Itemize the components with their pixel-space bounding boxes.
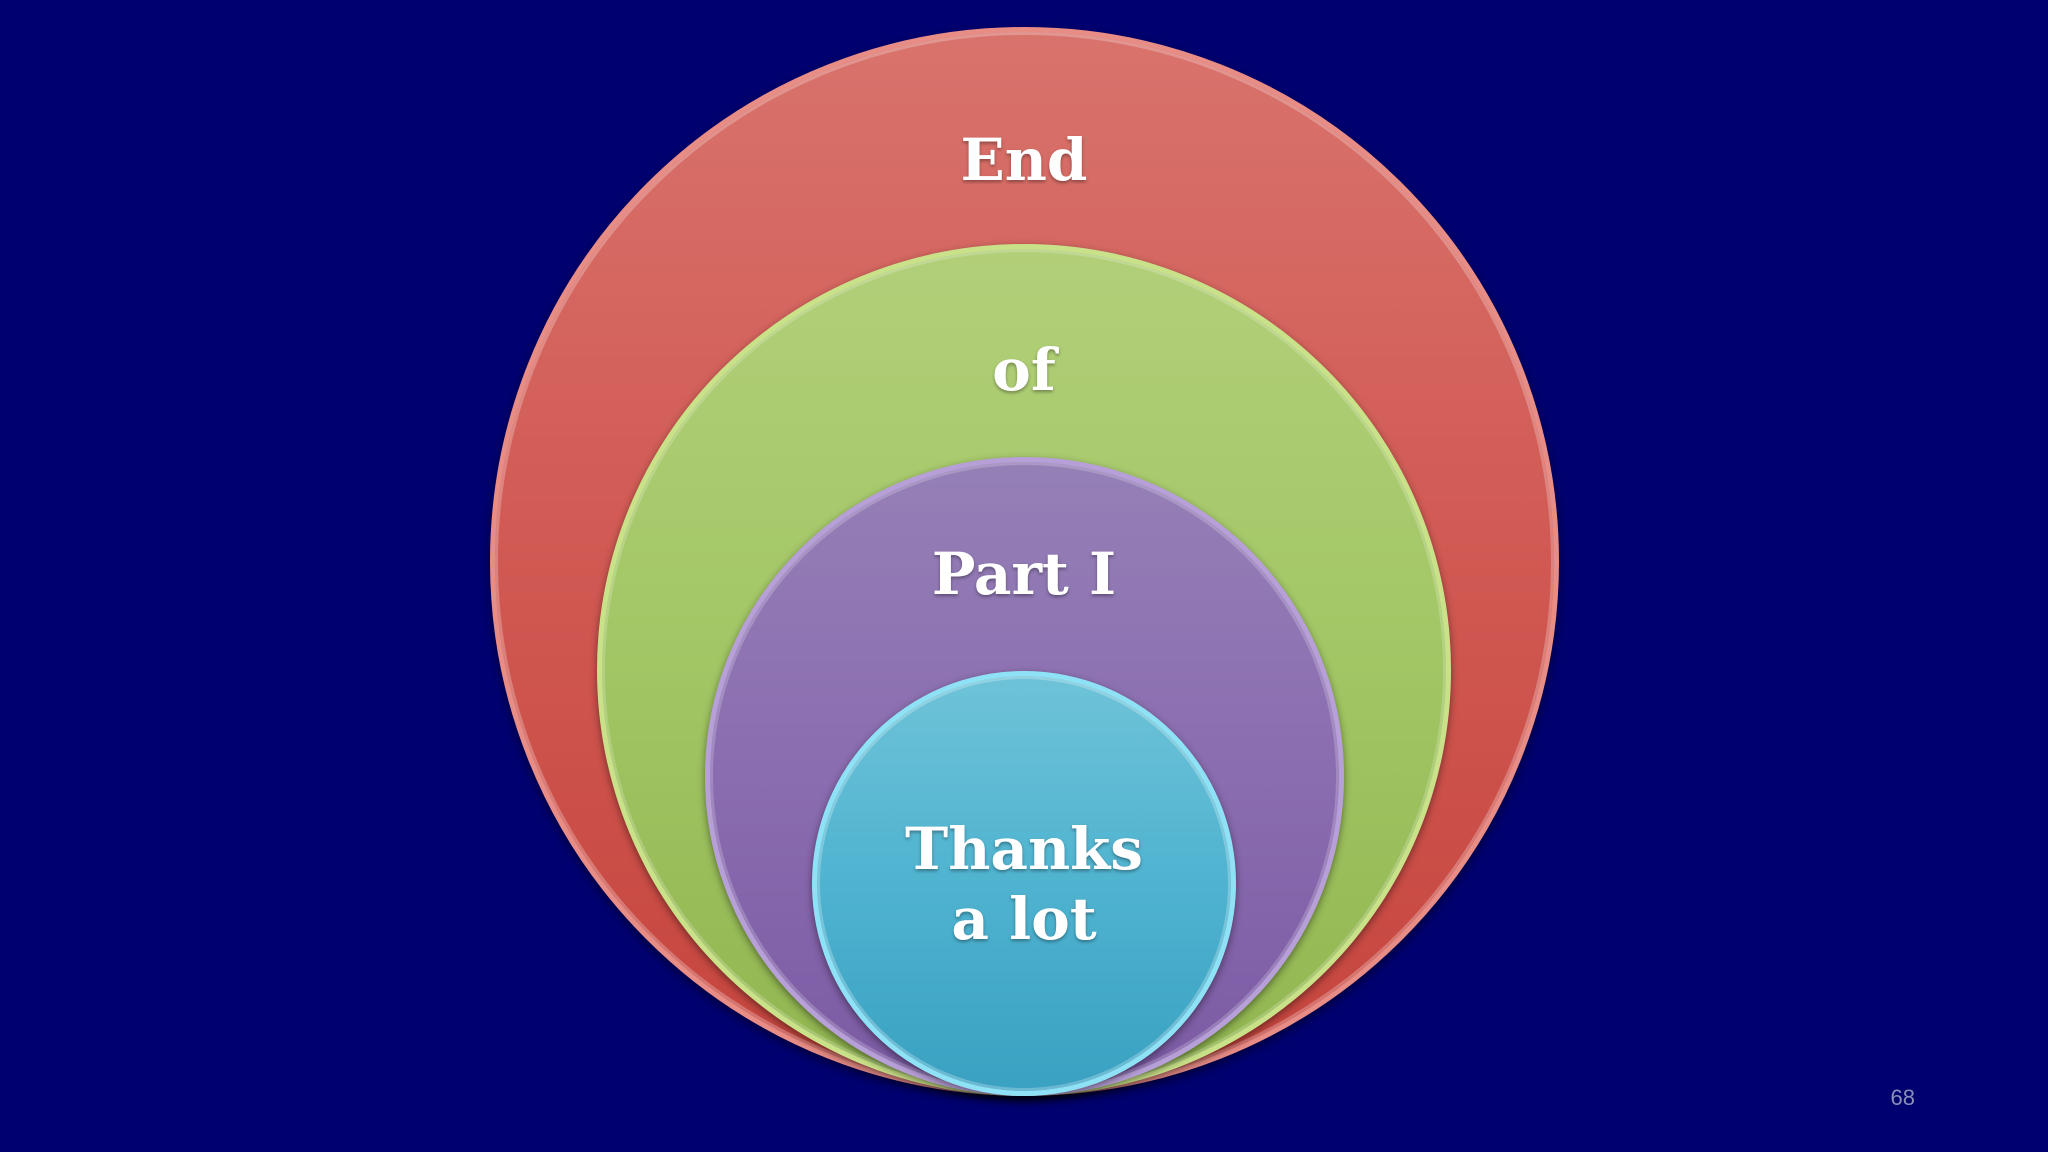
page-number: 68 [1890,1085,1915,1110]
label-thanks-a-lot: Thanks a lot [0,814,2048,954]
label-thanks-line2: a lot [951,885,1097,953]
label-part-i: Part I [931,540,1117,608]
label-of: of [992,336,1056,404]
label-thanks-line1: Thanks [905,815,1143,883]
label-end: End [960,126,1088,194]
inner-circle-thanks [812,671,1236,1096]
